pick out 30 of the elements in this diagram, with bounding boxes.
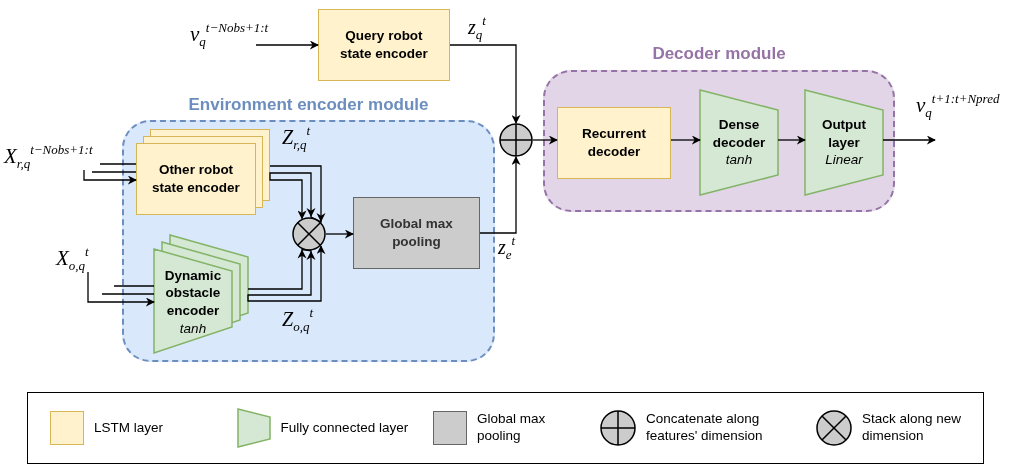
module-heading: Environment encoder module bbox=[187, 95, 430, 115]
lstm-box bbox=[557, 107, 671, 179]
arrow bbox=[670, 135, 701, 145]
activation-label: Linear bbox=[825, 151, 863, 169]
lstm-box bbox=[318, 9, 450, 81]
node-label: Query robot state encoder bbox=[339, 27, 429, 63]
arrow bbox=[255, 40, 319, 50]
node-label: Recurrent decoder bbox=[581, 125, 647, 161]
arrow bbox=[532, 135, 558, 145]
node-label: Output layer bbox=[820, 116, 868, 152]
arrow bbox=[449, 44, 521, 124]
legend-label: LSTM layer bbox=[94, 419, 164, 437]
legend-label: Stack along new dimension bbox=[862, 411, 963, 445]
node-label: Other robot state encoder bbox=[151, 161, 241, 197]
activation-label: tanh bbox=[179, 319, 207, 338]
arrow bbox=[269, 165, 326, 223]
arrow bbox=[777, 135, 806, 145]
legend-label: Concatenate along features' dimension bbox=[645, 411, 764, 445]
arrow bbox=[325, 229, 354, 239]
legend-label: Global max pooling bbox=[477, 411, 547, 445]
activation-label: tanh bbox=[725, 151, 753, 169]
arrow bbox=[83, 169, 137, 185]
module-heading: Decoder module bbox=[651, 44, 787, 64]
arrow bbox=[479, 156, 521, 234]
legend-label: Fully connected layer bbox=[280, 419, 409, 437]
arrow bbox=[882, 135, 936, 145]
pooling-box: Global max pooling bbox=[353, 197, 480, 269]
arrow bbox=[247, 245, 326, 302]
stacked-lstm-boxes bbox=[136, 129, 270, 215]
arrow bbox=[87, 271, 155, 307]
